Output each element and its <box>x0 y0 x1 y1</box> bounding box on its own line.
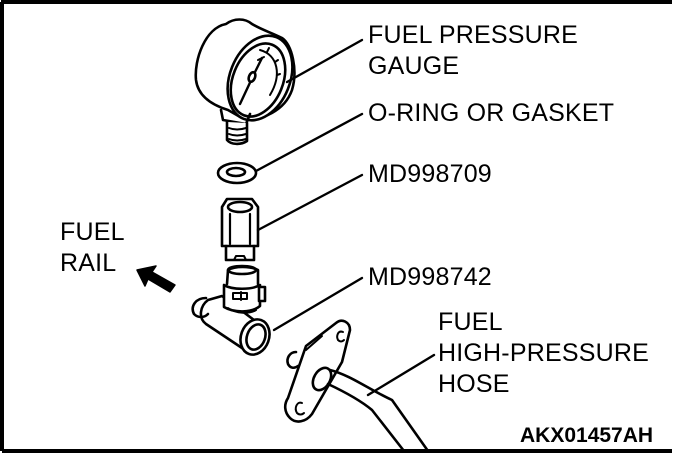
label-fuel-rail: FUEL RAIL <box>60 217 125 279</box>
label-fuel-pressure-gauge: FUEL PRESSURE GAUGE <box>368 20 578 82</box>
label-line: FUEL PRESSURE <box>368 21 579 49</box>
leader-fuel-hose <box>366 353 436 397</box>
md998742-adapter-icon <box>191 264 271 356</box>
label-md998709: MD998709 <box>368 159 492 190</box>
label-line: FUEL <box>60 218 125 246</box>
label-line: HOSE <box>438 370 510 398</box>
leader-o-ring <box>254 112 364 173</box>
label-line: FUEL <box>438 308 503 336</box>
leader-fuel-pressure-gauge <box>285 38 364 84</box>
label-line: HIGH-PRESSURE <box>438 339 649 367</box>
label-o-ring-or-gasket: O-RING OR GASKET <box>368 98 614 129</box>
arrow-up-left-icon <box>136 265 176 293</box>
fuel-high-pressure-hose-icon <box>283 319 430 453</box>
label-md998742: MD998742 <box>368 262 492 293</box>
fuel-pressure-gauge-icon <box>194 18 296 146</box>
label-line: MD998742 <box>368 263 492 291</box>
md998709-adapter-icon <box>220 197 260 262</box>
leader-lines <box>254 38 436 397</box>
o-ring-icon <box>216 161 258 185</box>
label-line: GAUGE <box>368 52 460 80</box>
label-line: MD998709 <box>368 160 492 188</box>
leader-md998742 <box>272 276 364 332</box>
label-line: RAIL <box>60 249 117 277</box>
leader-md998709 <box>256 173 364 232</box>
frame-border <box>0 0 672 453</box>
label-fuel-high-pressure-hose: FUEL HIGH-PRESSURE HOSE <box>438 307 649 400</box>
figure-code: AKX01457AH <box>520 424 654 447</box>
label-line: O-RING OR GASKET <box>368 99 615 127</box>
